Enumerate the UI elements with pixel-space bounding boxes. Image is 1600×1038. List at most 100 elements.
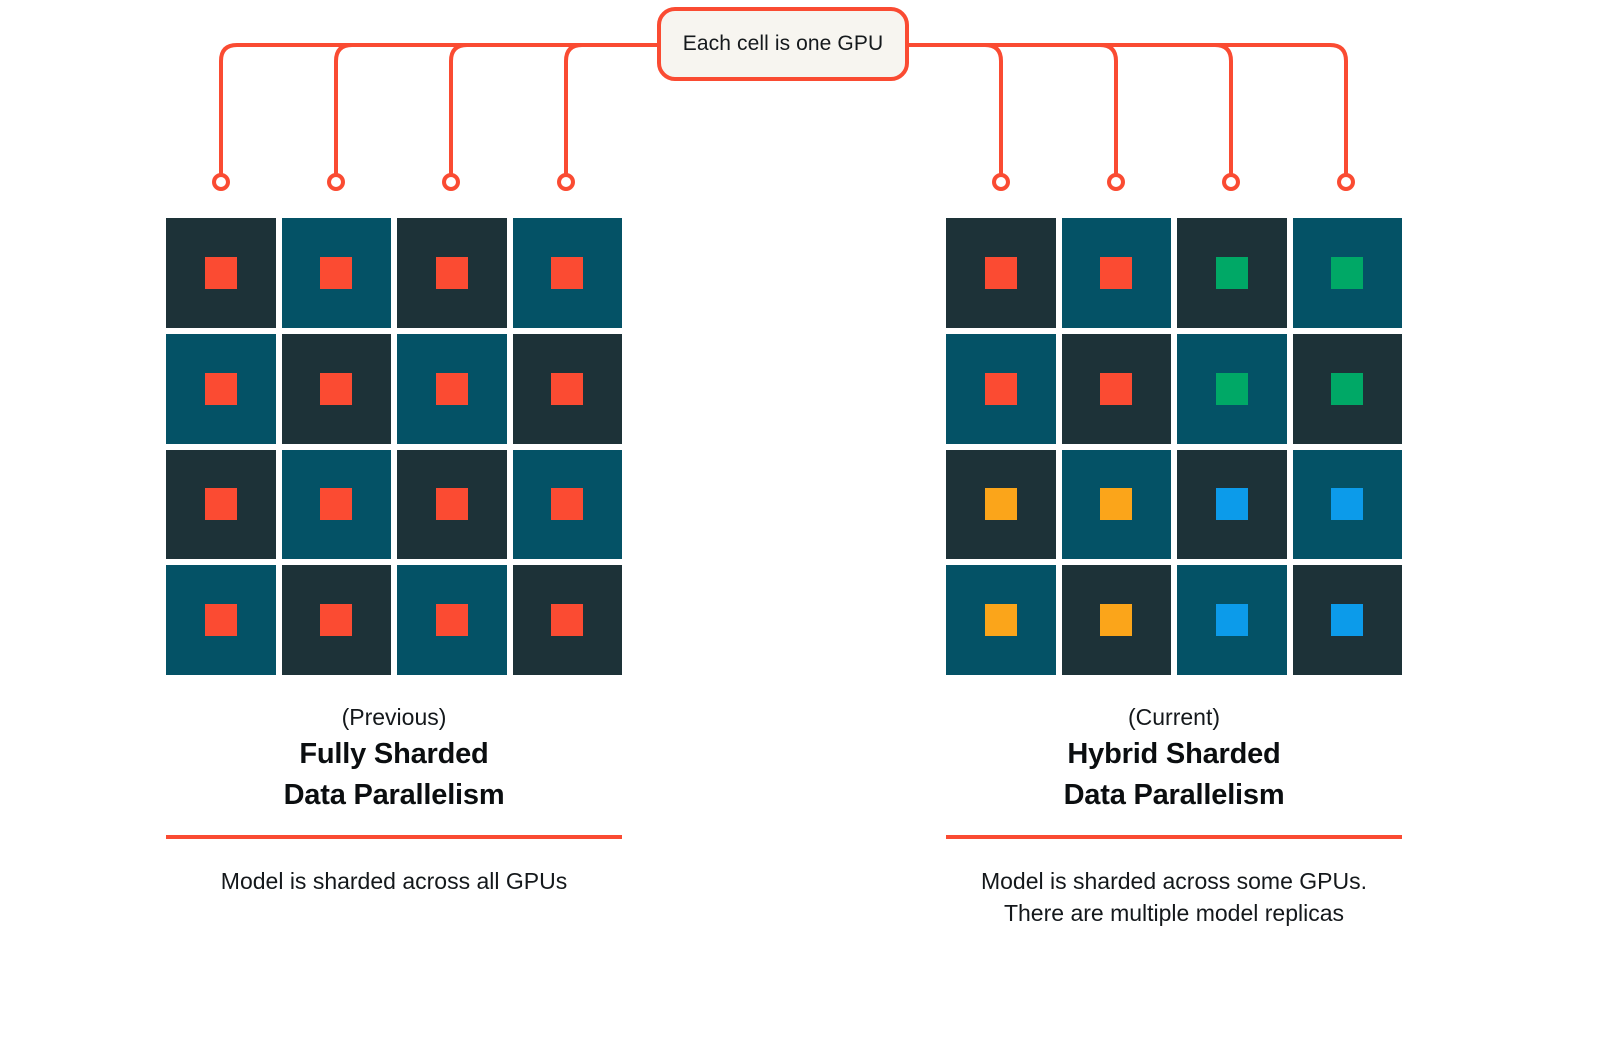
gpu-cell <box>1292 565 1402 675</box>
connector-endpoint-dot <box>327 173 345 191</box>
shard-chip-red <box>320 372 353 405</box>
connector-endpoint-dot <box>992 173 1010 191</box>
shard-chip-green <box>1215 256 1248 289</box>
connector-path <box>907 43 1348 177</box>
shard-chip-red <box>204 372 237 405</box>
gpu-cell <box>946 565 1056 675</box>
caption-title-line2-left: Data Parallelism <box>283 779 505 811</box>
gpu-grid-hybrid-sharded <box>946 218 1402 675</box>
gpu-cell <box>512 565 622 675</box>
shard-chip-blue <box>1215 604 1248 637</box>
gpu-cell <box>166 449 276 560</box>
connector-path <box>219 43 659 177</box>
gpu-cell <box>281 565 391 675</box>
shard-chip-red <box>435 488 468 521</box>
caption-title-line1-right: Hybrid Sharded <box>1067 738 1281 770</box>
gpu-cell <box>166 565 276 675</box>
caption-divider-left <box>166 835 622 839</box>
caption-title-line1-left: Fully Sharded <box>299 738 489 770</box>
gpu-cell <box>281 449 391 560</box>
caption-body-line1-left: Model is sharded across all GPUs <box>220 868 568 894</box>
shard-chip-blue <box>1331 488 1364 521</box>
connector-endpoint-dot <box>557 173 575 191</box>
gpu-cell <box>1177 449 1287 560</box>
connector-path <box>907 43 1233 177</box>
gpu-cell <box>397 565 507 675</box>
shard-chip-red <box>435 604 468 637</box>
gpu-cell <box>1061 449 1171 560</box>
shard-chip-orange <box>1100 488 1133 521</box>
connector-endpoint-dot <box>212 173 230 191</box>
caption-body-right: Model is sharded across some GPUs. There… <box>946 865 1402 929</box>
connector-endpoint-dot <box>442 173 460 191</box>
shard-chip-green <box>1215 372 1248 405</box>
panel-fully-sharded <box>166 218 622 675</box>
gpu-cell <box>512 333 622 444</box>
gpu-cell <box>1061 565 1171 675</box>
connector-path <box>449 43 659 177</box>
gpu-cell <box>1177 565 1287 675</box>
shard-chip-red <box>551 256 584 289</box>
shard-chip-red <box>435 256 468 289</box>
gpu-cell <box>1177 333 1287 444</box>
shard-chip-orange <box>984 488 1017 521</box>
gpu-cell <box>1292 449 1402 560</box>
gpu-cell <box>512 449 622 560</box>
shard-chip-orange <box>1100 604 1133 637</box>
connector-path <box>564 43 659 177</box>
gpu-cell <box>946 333 1056 444</box>
gpu-cell <box>946 449 1056 560</box>
gpu-cell <box>1292 218 1402 328</box>
connector-endpoint-dot <box>1107 173 1125 191</box>
connector-path <box>907 43 1118 177</box>
connector-path <box>334 43 659 177</box>
shard-chip-red <box>551 488 584 521</box>
gpu-cell <box>281 218 391 328</box>
gpu-cell <box>1061 218 1171 328</box>
shard-chip-red <box>204 488 237 521</box>
shard-chip-red <box>984 256 1017 289</box>
gpu-cell <box>1292 333 1402 444</box>
shard-chip-blue <box>1215 488 1248 521</box>
caption-kicker-right: (Current) <box>1127 704 1220 730</box>
gpu-cell <box>397 449 507 560</box>
caption-fully-sharded: (Previous) Fully Sharded Data Parallelis… <box>166 700 622 897</box>
caption-kicker-left: (Previous) <box>341 704 447 730</box>
connector-endpoint-dot <box>1337 173 1355 191</box>
gpu-cell <box>397 218 507 328</box>
caption-body-left: Model is sharded across all GPUs <box>166 865 622 897</box>
gpu-cell <box>1177 218 1287 328</box>
shard-chip-red <box>320 256 353 289</box>
connector-path <box>907 43 1003 177</box>
shard-chip-red <box>320 488 353 521</box>
shard-chip-red <box>984 372 1017 405</box>
shard-chip-red <box>204 256 237 289</box>
gpu-grid-fully-sharded <box>166 218 622 675</box>
gpu-cell <box>397 333 507 444</box>
gpu-cell <box>281 333 391 444</box>
callout-bubble: Each cell is one GPU <box>657 7 909 81</box>
shard-chip-red <box>320 604 353 637</box>
shard-chip-red <box>551 604 584 637</box>
shard-chip-red <box>1100 256 1133 289</box>
caption-body-line2-right: There are multiple model replicas <box>1003 900 1345 926</box>
gpu-cell <box>946 218 1056 328</box>
gpu-cell <box>512 218 622 328</box>
callout-label: Each cell is one GPU <box>682 32 884 55</box>
shard-chip-red <box>204 604 237 637</box>
caption-title-line2-right: Data Parallelism <box>1063 779 1285 811</box>
gpu-cell <box>166 333 276 444</box>
gpu-cell <box>166 218 276 328</box>
caption-divider-right <box>946 835 1402 839</box>
caption-body-line1-right: Model is sharded across some GPUs. <box>980 868 1368 894</box>
shard-chip-red <box>1100 372 1133 405</box>
connector-endpoint-dot <box>1222 173 1240 191</box>
shard-chip-green <box>1331 256 1364 289</box>
shard-chip-green <box>1331 372 1364 405</box>
shard-chip-blue <box>1331 604 1364 637</box>
gpu-cell <box>1061 333 1171 444</box>
shard-chip-red <box>551 372 584 405</box>
caption-hybrid-sharded: (Current) Hybrid Sharded Data Parallelis… <box>946 700 1402 929</box>
shard-chip-orange <box>984 604 1017 637</box>
panel-hybrid-sharded <box>946 218 1402 675</box>
